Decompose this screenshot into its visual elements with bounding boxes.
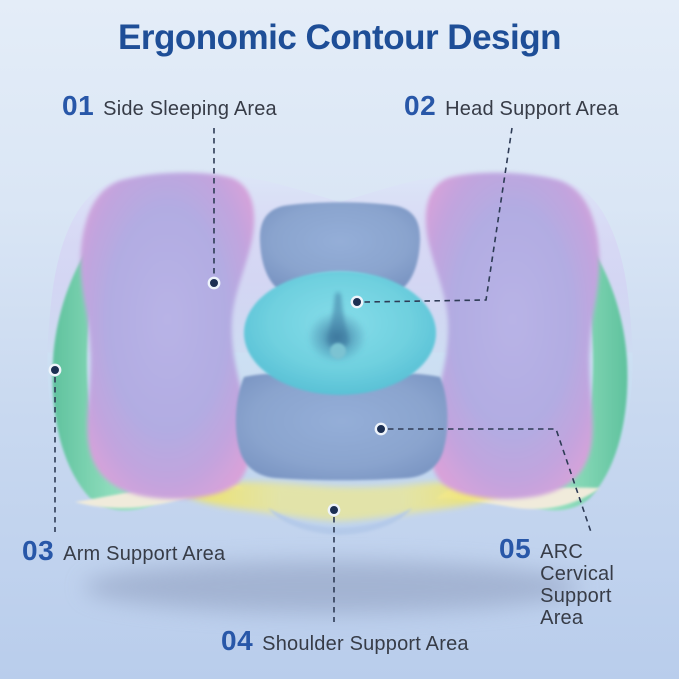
- callout-arm-support: 03 Arm Support Area: [22, 535, 225, 567]
- callout-number: 05: [499, 533, 532, 564]
- callout-number: 04: [221, 625, 254, 656]
- callout-label: Side Sleeping Area: [103, 98, 277, 120]
- callout-label: Shoulder Support Area: [262, 633, 469, 655]
- callout-dot-04: [327, 503, 341, 517]
- side-sleeping-pad-left: [80, 172, 255, 500]
- leader-line-05: [388, 428, 593, 536]
- callout-label: Arm Support Area: [63, 543, 226, 565]
- cradle-dimple-knob: [330, 343, 346, 359]
- side-sleeping-pad-right: [425, 172, 600, 500]
- floor-shadow: [84, 561, 580, 613]
- callout-head-support: 02 Head Support Area: [404, 90, 619, 122]
- callout-dot-02: [350, 295, 364, 309]
- callout-label: ARC Cervical Support Area: [540, 541, 614, 629]
- head-support-pad-top: [259, 202, 421, 289]
- callout-number: 01: [62, 90, 95, 121]
- callout-arc-cervical: 05 ARC Cervical Support Area: [499, 533, 658, 629]
- head-support-pad-bottom: [235, 372, 448, 481]
- leader-lines: [54, 127, 593, 622]
- callout-dot-01: [207, 276, 221, 290]
- cervical-arc-yellow: [175, 481, 508, 521]
- callout-number: 03: [22, 535, 55, 566]
- cradle-dimple-streak: [327, 292, 349, 348]
- arm-support-rail-right: [525, 227, 628, 511]
- callout-number: 02: [404, 90, 437, 121]
- callout-dot-05: [374, 422, 388, 436]
- callout-dots: [48, 276, 388, 517]
- callout-shoulder-support: 04 Shoulder Support Area: [221, 625, 469, 657]
- callout-side-sleeping: 01 Side Sleeping Area: [62, 90, 277, 122]
- callout-dot-03: [48, 363, 62, 377]
- arm-support-rail-left: [52, 227, 155, 511]
- shoulder-notch-edge: [268, 508, 412, 535]
- leader-line-02: [363, 127, 513, 303]
- page-title: Ergonomic Contour Design: [118, 18, 562, 57]
- callout-label: Head Support Area: [445, 98, 619, 120]
